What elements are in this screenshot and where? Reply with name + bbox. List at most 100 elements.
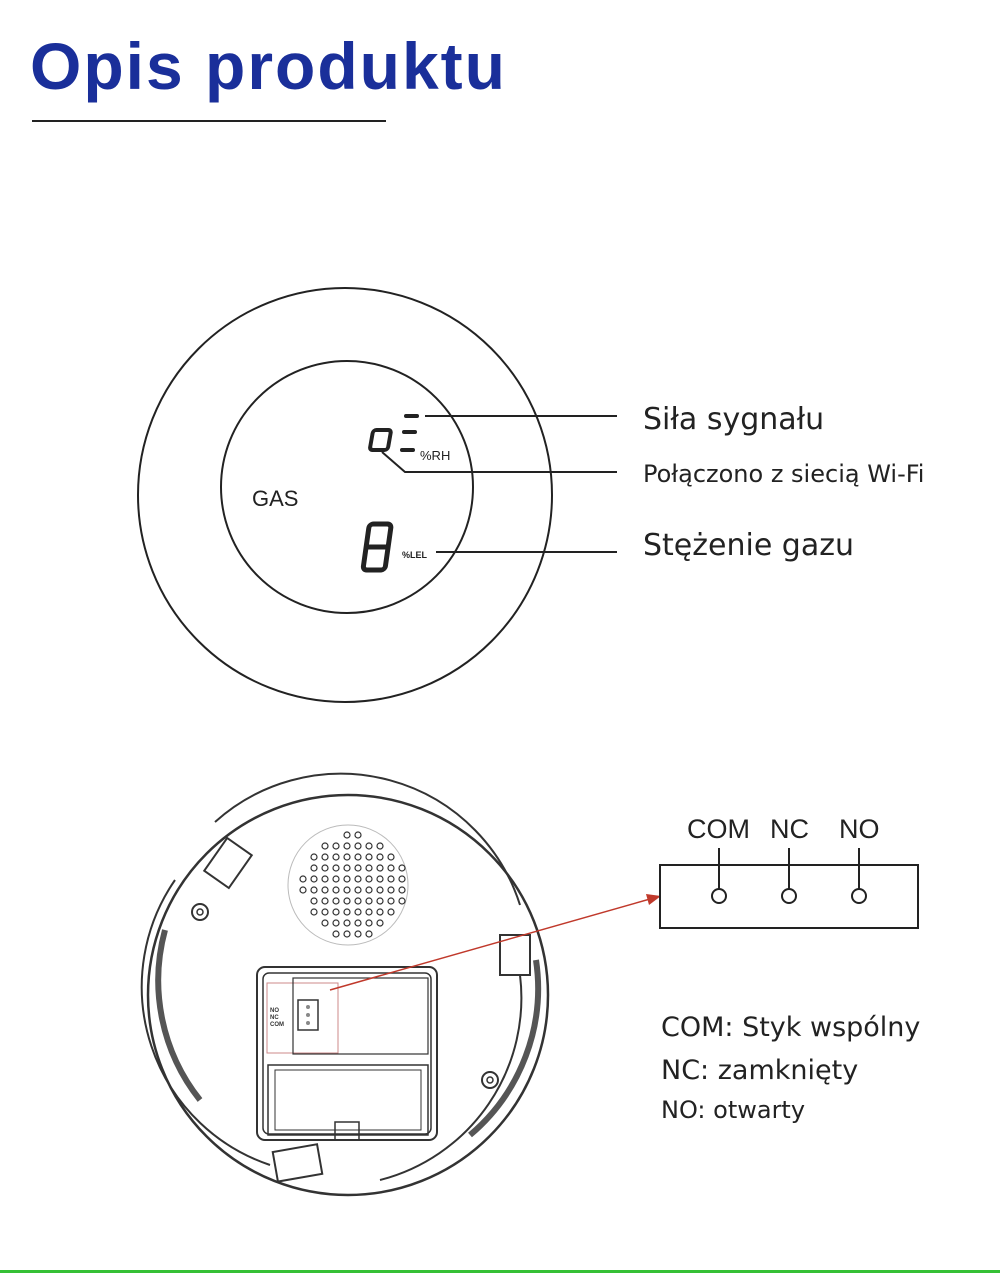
- speaker-hole: [321, 919, 329, 927]
- speaker-hole: [321, 875, 329, 883]
- lel-digit-icon: [360, 521, 394, 573]
- speaker-hole: [387, 875, 395, 883]
- terminal-pin: [851, 888, 867, 904]
- speaker-hole: [398, 897, 406, 905]
- speaker-hole: [376, 919, 384, 927]
- callout-gas-concentration: Stężenie gazu: [643, 528, 854, 563]
- speaker-hole: [365, 842, 373, 850]
- speaker-hole: [310, 908, 318, 916]
- terminal-block: [659, 848, 919, 929]
- speaker-hole: [365, 930, 373, 938]
- speaker-hole: [387, 886, 395, 894]
- speaker-hole: [365, 886, 373, 894]
- speaker-hole: [354, 930, 362, 938]
- speaker-hole: [332, 842, 340, 850]
- lcd-rh-unit: %RH: [420, 448, 451, 463]
- speaker-hole: [343, 875, 351, 883]
- speaker-hole: [332, 886, 340, 894]
- speaker-hole: [354, 842, 362, 850]
- speaker-hole: [354, 908, 362, 916]
- board-label-com: COM: [270, 1022, 284, 1028]
- speaker-hole: [299, 875, 307, 883]
- screw-icon: [481, 1071, 499, 1089]
- speaker-hole: [354, 853, 362, 861]
- legend-nc: NC: zamknięty: [661, 1055, 859, 1086]
- speaker-hole: [321, 908, 329, 916]
- speaker-hole: [332, 897, 340, 905]
- front-device: [137, 287, 617, 703]
- speaker-hole: [332, 930, 340, 938]
- speaker-hole: [343, 919, 351, 927]
- speaker-hole: [376, 853, 384, 861]
- speaker-hole: [321, 886, 329, 894]
- speaker-hole: [310, 864, 318, 872]
- speaker-hole: [343, 897, 351, 905]
- speaker-hole: [310, 897, 318, 905]
- page-title: Opis produktu: [30, 29, 507, 103]
- speaker-hole: [332, 853, 340, 861]
- speaker-hole: [321, 853, 329, 861]
- terminal-pin: [711, 888, 727, 904]
- title-underline: [32, 120, 386, 122]
- speaker-hole: [354, 875, 362, 883]
- speaker-hole: [376, 864, 384, 872]
- speaker-hole: [398, 886, 406, 894]
- speaker-hole: [321, 864, 329, 872]
- speaker-hole: [299, 886, 307, 894]
- terminal-label-com: COM: [687, 814, 750, 844]
- speaker-hole: [354, 864, 362, 872]
- board-label-no: NO: [270, 1008, 279, 1014]
- terminal-label-nc: NC: [770, 814, 809, 844]
- speaker-hole: [387, 853, 395, 861]
- terminal-pin: [781, 888, 797, 904]
- signal-bars-icon: [400, 414, 419, 452]
- speaker-hole: [376, 886, 384, 894]
- speaker-hole: [365, 897, 373, 905]
- terminal-label-no: NO: [839, 814, 880, 844]
- speaker-hole: [332, 908, 340, 916]
- screw-icon: [191, 903, 209, 921]
- speaker-hole: [398, 864, 406, 872]
- speaker-hole: [321, 842, 329, 850]
- speaker-hole: [321, 897, 329, 905]
- speaker-hole: [376, 875, 384, 883]
- speaker-hole: [354, 831, 362, 839]
- callout-signal-strength: Siła sygnału: [643, 402, 825, 437]
- speaker-hole: [343, 930, 351, 938]
- speaker-hole: [387, 864, 395, 872]
- speaker-hole: [365, 875, 373, 883]
- lcd-gas-label: GAS: [252, 486, 299, 511]
- speaker-hole: [365, 908, 373, 916]
- speaker-hole: [365, 864, 373, 872]
- speaker-hole: [332, 875, 340, 883]
- speaker-grille: [287, 824, 409, 946]
- callout-lines: [381, 415, 617, 553]
- speaker-hole: [387, 897, 395, 905]
- speaker-hole: [365, 919, 373, 927]
- speaker-hole: [354, 886, 362, 894]
- relay-arrow: [329, 894, 661, 991]
- speaker-hole: [343, 842, 351, 850]
- legend-no: NO: otwarty: [661, 1096, 806, 1124]
- speaker-hole: [343, 864, 351, 872]
- speaker-hole: [310, 853, 318, 861]
- speaker-hole: [332, 919, 340, 927]
- callout-wifi-connected: Połączono z siecią Wi-Fi: [643, 460, 925, 488]
- legend-com: COM: Styk wspólny: [661, 1012, 921, 1043]
- lcd-lel-unit: %LEL: [402, 550, 428, 560]
- wifi-digit-icon: [368, 428, 393, 452]
- speaker-hole: [398, 875, 406, 883]
- speaker-hole: [376, 897, 384, 905]
- board-label-nc: NC: [270, 1015, 279, 1021]
- speaker-hole: [343, 886, 351, 894]
- speaker-hole: [310, 875, 318, 883]
- speaker-hole: [343, 853, 351, 861]
- speaker-hole: [354, 919, 362, 927]
- speaker-hole: [332, 864, 340, 872]
- speaker-hole: [354, 897, 362, 905]
- speaker-hole: [343, 908, 351, 916]
- speaker-hole: [376, 908, 384, 916]
- speaker-hole: [365, 853, 373, 861]
